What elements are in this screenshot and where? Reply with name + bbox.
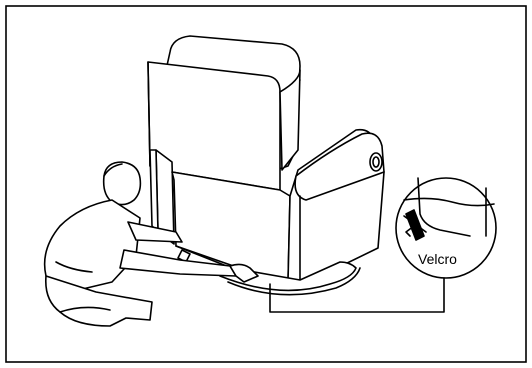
person-head	[104, 162, 141, 205]
recliner-chair	[148, 36, 384, 295]
person-torso	[45, 200, 140, 292]
velcro-label: Velcro	[418, 251, 457, 267]
